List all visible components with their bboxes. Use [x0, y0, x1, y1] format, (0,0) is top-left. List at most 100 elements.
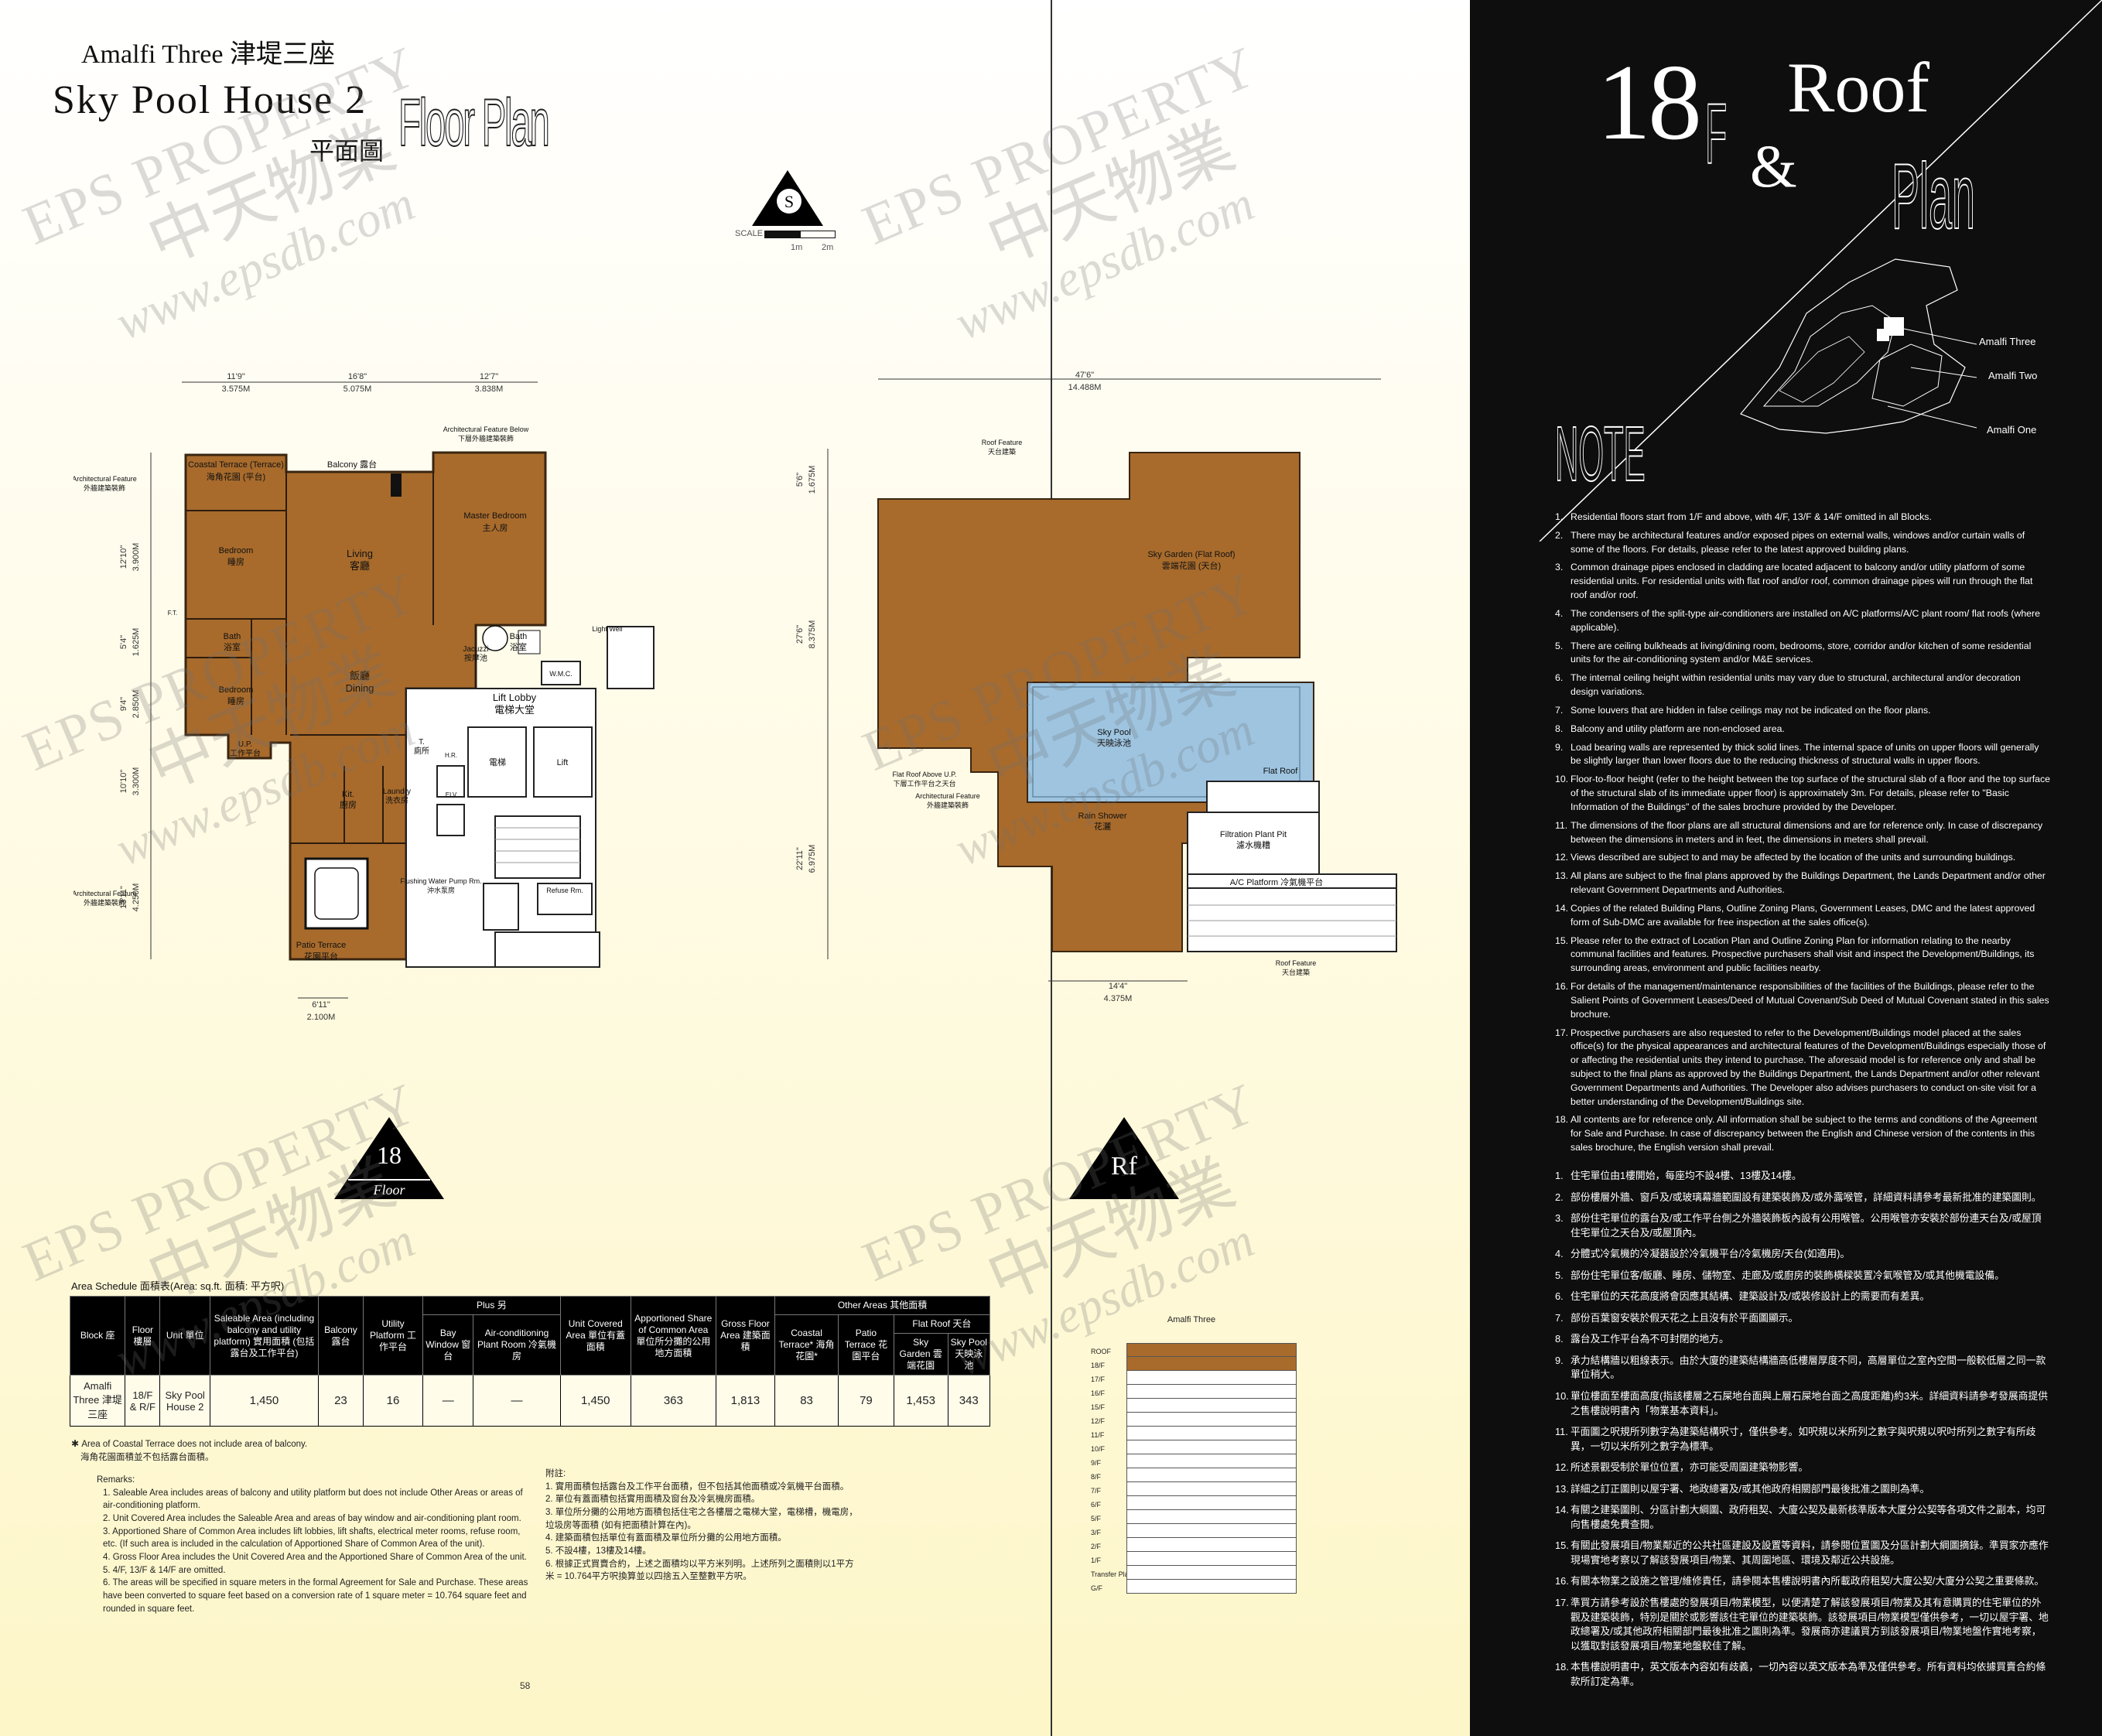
stack-floor-label: 10/F: [1091, 1445, 1106, 1453]
td-unit: Sky Pool House 2: [159, 1375, 210, 1427]
remark-4: 4. Gross Floor Area includes the Unit Co…: [103, 1553, 527, 1563]
remark-5: 5. 4/F, 13/F & 14/F are omitted.: [103, 1565, 226, 1575]
key-label-amalfi-one: Amalfi One: [1987, 424, 2037, 436]
dim-top-1-ft: 11'9": [227, 372, 245, 381]
dim-left-2-ft: 5'4": [119, 635, 128, 649]
star-cn: 海角花園面積並不包括露台面積。: [80, 1452, 214, 1462]
stack-floor-label: 18/F: [1091, 1362, 1106, 1369]
unit-title: Sky Pool House 2: [53, 78, 367, 122]
rf-lbl-sky-garden-cn: 雲端花園 (天台): [1162, 560, 1221, 571]
lbl-jacuzzi: Jacuzzi: [463, 645, 488, 654]
stack-floor-row: [1126, 1399, 1297, 1413]
lbl-bedroom-2: Bedroom: [219, 685, 254, 695]
note-en-item: 3.Common drainage pipes enclosed in clad…: [1555, 562, 2033, 601]
lbl-jacuzzi-cn: 按摩池: [464, 653, 487, 663]
floor-18-badge-icon: 18 Floor: [334, 1117, 444, 1199]
lbl-arch-below: Architectural Feature Below: [443, 425, 529, 433]
remark-2: 2. Unit Covered Area includes the Saleab…: [103, 1514, 521, 1524]
stack-floor-row: [1126, 1482, 1297, 1496]
dim-top-2-ft: 16'8": [348, 372, 367, 381]
th-coastal: Coastal Terrace* 海角花園*: [774, 1314, 839, 1375]
scale-1m: 1m: [791, 243, 803, 252]
floor-plan-heading-cn: 平面圖: [309, 137, 385, 165]
stack-floor-label: 16/F: [1091, 1389, 1106, 1397]
page-number: 58: [520, 1680, 531, 1691]
key-plan-icon: [1740, 258, 1977, 434]
rf-dim-left-2-m: 8.375M: [808, 620, 817, 649]
panel-title-amp: &: [1750, 132, 1797, 200]
lbl-patio-cn: 花園平台: [304, 951, 338, 962]
note-en-item: 14.Copies of the related Building Plans,…: [1555, 902, 2035, 928]
rf-dim-top-ft: 47'6": [1075, 371, 1094, 380]
note-en-item: 4.The condensers of the split-type air-c…: [1555, 607, 2040, 633]
stack-floor-row: [1126, 1524, 1297, 1538]
dim-left-2-m: 1.625M: [132, 628, 141, 657]
lbl-hr: H.R.: [445, 752, 457, 759]
rf-lbl-sky-pool: Sky Pool: [1097, 728, 1130, 737]
th-floor: Floor 樓層: [125, 1296, 161, 1375]
lbl-master: Master Bedroom: [463, 511, 526, 521]
note-en-item: 18.All contents are for reference only. …: [1555, 1114, 2038, 1153]
table-row: Amalfi Three 津堤三座 18/F & R/F Sky Pool Ho…: [69, 1375, 991, 1427]
lbl-coastal-cn: 海角花園 (平台): [207, 471, 265, 482]
rf-lbl-roof-feature-1-cn: 天台建築: [988, 447, 1016, 456]
td-ac-plant: —: [473, 1375, 561, 1427]
stack-floor-label: 3/F: [1091, 1529, 1102, 1536]
stack-floor-row: [1126, 1552, 1297, 1566]
note-en-item: 5.There are ceiling bulkheads at living/…: [1555, 640, 2032, 665]
remark-1: 1. Saleable Area includes areas of balco…: [103, 1488, 523, 1511]
rf-dim-bottom-m: 4.375M: [1104, 994, 1133, 1003]
rf-dim-left-2-ft: 27'6": [795, 625, 805, 644]
scale-label: SCALE: [735, 229, 764, 238]
note-cn-item: 18.本售樓說明書中，英文版本內容如有歧義，一切內容以英文版本為準及僅供參考。所…: [1555, 1661, 2046, 1687]
td-floor: 18/F & R/F: [125, 1375, 161, 1427]
remark-cn-3: 3. 單位所分攤的公用地方面積包括住宅之各樓層之電梯大堂，電梯槽，機電房，垃圾房…: [545, 1508, 858, 1530]
diagonal-rule-icon: [1539, 0, 2102, 542]
th-apport: Apportioned Share of Common Area 單位所分攤的公…: [630, 1296, 716, 1375]
rf-lbl-flat-roof: Flat Roof: [1263, 767, 1299, 776]
rf-lbl-arch-cn: 外牆建築裝飾: [927, 801, 969, 809]
dim-top-2-m: 5.075M: [343, 384, 372, 394]
notes-panel: [1470, 0, 2102, 1736]
rf-lbl-sky-garden: Sky Garden (Flat Roof): [1147, 550, 1235, 559]
lbl-living-cn: 客廳: [350, 560, 370, 572]
key-label-amalfi-three: Amalfi Three: [1979, 336, 2036, 347]
stack-title: Amalfi Three: [1167, 1315, 1216, 1324]
dim-bottom-ft: 6'11": [312, 1000, 330, 1010]
lbl-light-well: Light Well: [592, 625, 622, 633]
remarks-en: Remarks: 1. Saleable Area includes areas…: [97, 1474, 530, 1615]
lbl-ft: F.T.: [168, 610, 177, 617]
lbl-master-cn: 主人房: [483, 523, 508, 533]
dim-left-3-m: 2.850M: [132, 690, 141, 719]
lbl-balcony: Balcony 露台: [327, 459, 377, 470]
th-patio: Patio Terrace 花園平台: [838, 1314, 894, 1375]
note-cn-item: 1.住宅單位由1樓開始，每座均不設4樓、13樓及14樓。: [1555, 1169, 1802, 1181]
stack-floor-row: [1126, 1385, 1297, 1399]
td-sky-garden: 1,453: [893, 1375, 948, 1427]
stack-floor-row: [1126, 1468, 1297, 1482]
rf-dim-left-1-ft: 5'6": [795, 473, 805, 487]
remarks-title: Remarks:: [97, 1475, 135, 1485]
stack-floor-label: 1/F: [1091, 1557, 1102, 1564]
dim-left-4-m: 3.300M: [132, 767, 141, 796]
note-cn-item: 3.部份住宅單位的露台及/或工作平台側之外牆裝飾板內設有公用喉管。公用喉管亦安裝…: [1555, 1212, 2042, 1239]
lbl-lift-lobby-cn: 電梯大堂: [494, 704, 535, 716]
north-arrow-icon: S: [752, 170, 823, 226]
roof-badge-icon: Rf: [1069, 1117, 1179, 1199]
star-en: Area of Coastal Terrace does not include…: [81, 1440, 308, 1449]
note-en-item: 7.Some louvers that are hidden in false …: [1555, 704, 1931, 716]
remark-cn-5: 5. 不設4樓，13樓及14樓。: [545, 1546, 651, 1557]
rf-lbl-roof-feature-2-cn: 天台建築: [1282, 968, 1310, 976]
lbl-elv: ELV: [446, 791, 457, 798]
lbl-up-cn: 工作平台: [230, 748, 261, 758]
dim-left-4-ft: 10'10": [119, 770, 128, 794]
note-en-item: 13.All plans are subject to the final pl…: [1555, 870, 2046, 896]
remarks-cn-title: 附註:: [545, 1469, 566, 1478]
td-apport: 363: [630, 1375, 716, 1427]
lbl-bath-1-cn: 浴室: [224, 641, 241, 652]
th-sky-garden: Sky Garden 雲端花園: [893, 1333, 948, 1375]
td-ucov: 1,450: [559, 1375, 631, 1427]
th-utility: Utility Platform 工作平台: [362, 1296, 424, 1375]
rf-dim-bottom-ft: 14'4": [1109, 982, 1127, 991]
remark-cn-2: 2. 單位有蓋面積包括實用面積及窗台及冷氣機房面積。: [545, 1495, 760, 1505]
